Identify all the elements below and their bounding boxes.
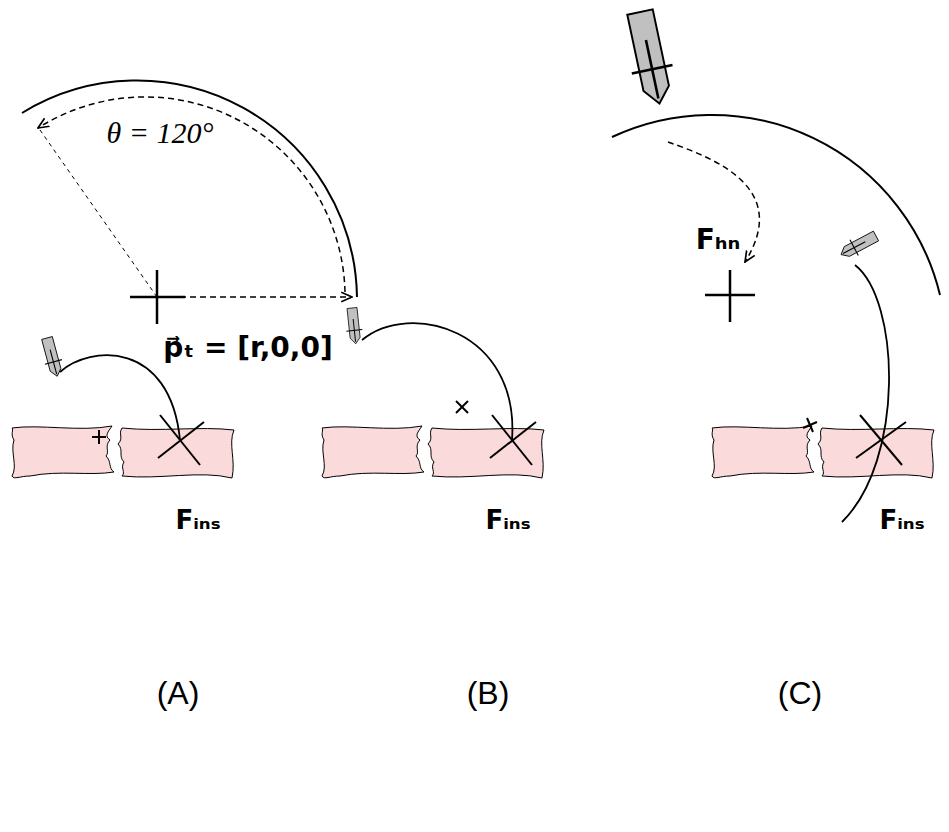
force-label: Fᵢₙₛ (175, 506, 220, 535)
panel-label: (A) (157, 676, 200, 711)
panel-label: (C) (778, 676, 822, 711)
panel-label: (B) (467, 676, 510, 711)
angle-label: θ = 120° (107, 116, 214, 149)
force-label: Fₕₙ (696, 225, 741, 256)
force-label: Fᵢₙₛ (485, 506, 530, 535)
force-label: Fᵢₙₛ (879, 506, 924, 535)
position-label: p⃗ₜ = [r,0,0] (163, 333, 332, 364)
